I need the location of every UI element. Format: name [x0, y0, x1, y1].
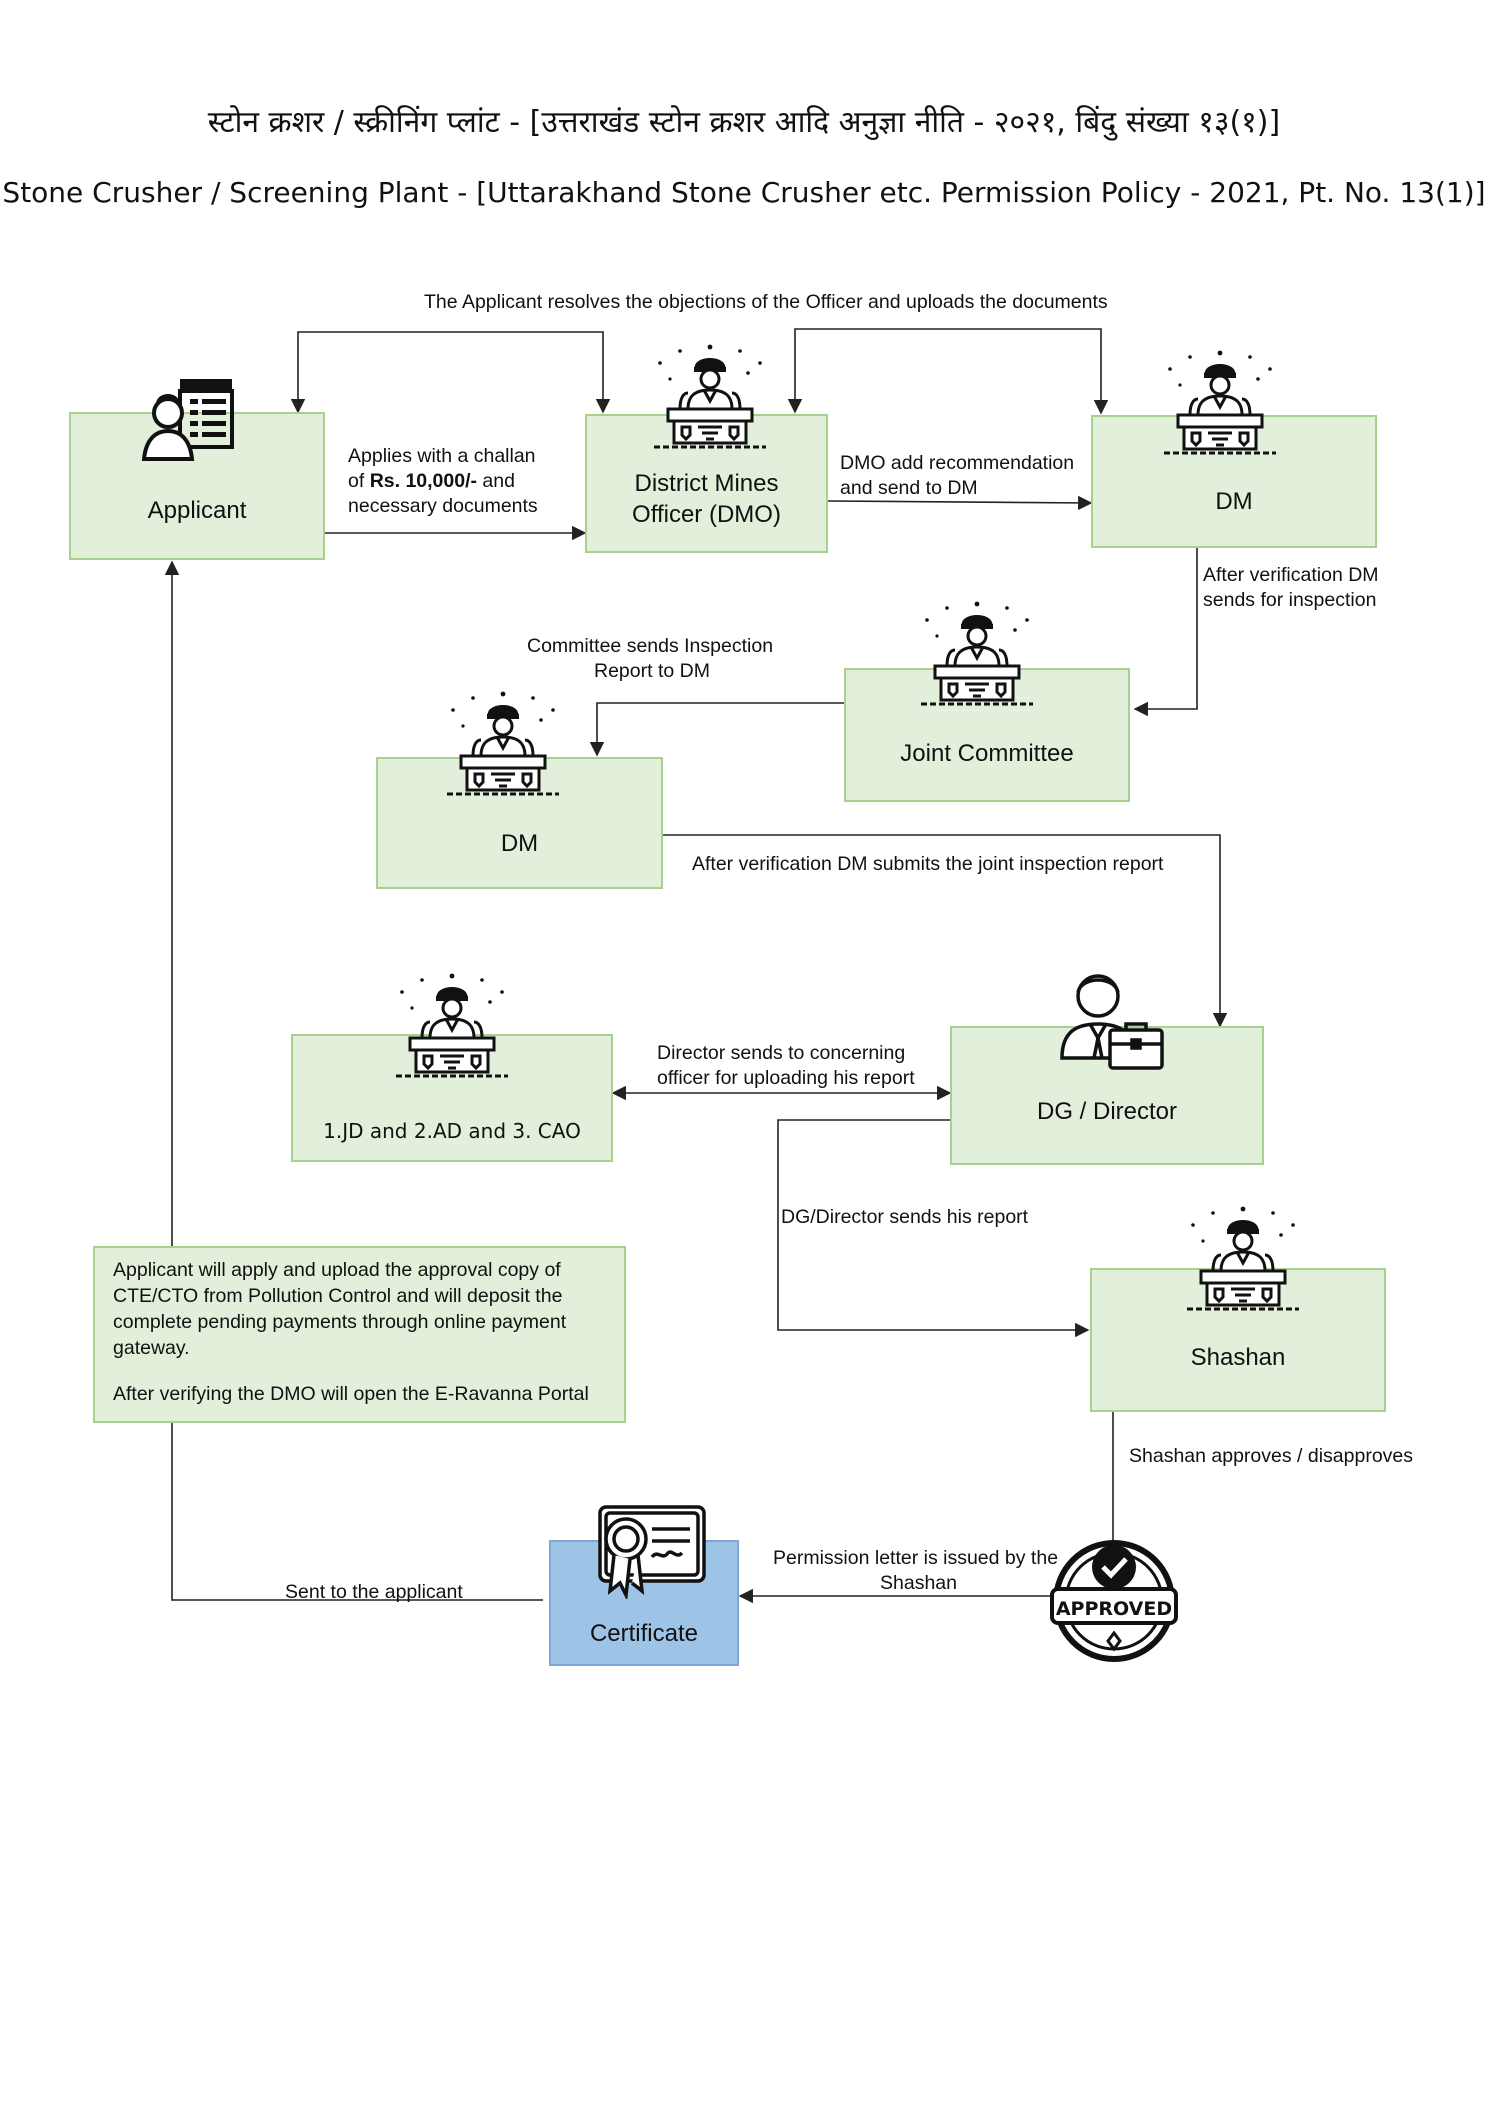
note-text: Applicant will apply and upload the appr… [113, 1257, 613, 1427]
officer-icon-dm-mid [447, 691, 559, 796]
certificate-label: Certificate [589, 1620, 699, 1647]
label-applies-3: necessary documents [348, 495, 538, 517]
label-applies-1: Applies with a challan [348, 445, 536, 467]
dm-mid-label: DM [500, 830, 539, 857]
label-dm-verify-1: After verification DM [1203, 564, 1379, 586]
arrow-dmo-to-dm [827, 495, 1093, 511]
officer-icon-officers [396, 973, 508, 1078]
label-permission-2: Shashan [880, 1572, 957, 1594]
note-paragraph-1: Applicant will apply and upload the appr… [113, 1259, 567, 1359]
dg-director-label: DG / Director [1036, 1098, 1177, 1125]
arrow-committee-to-dm [589, 702, 844, 757]
challan-amount: Rs. 10,000/- [369, 470, 478, 492]
label-dg-report: DG/Director sends his report [781, 1206, 1029, 1228]
officer-icon-dm-top [1164, 350, 1276, 455]
title-hindi: स्टोन क्रशर / स्क्रीनिंग प्लांट - [उत्तर… [207, 105, 1281, 140]
dmo-label-line2: Officer (DMO) [632, 501, 781, 528]
shashan-label: Shashan [1190, 1344, 1286, 1371]
arrow-objections-to-dmo [590, 331, 611, 414]
label-dm-verify-2: sends for inspection [1203, 589, 1377, 611]
applicant-icon [142, 379, 234, 461]
officer-icon-dmo [654, 344, 766, 449]
label-sent: Sent to the applicant [285, 1581, 463, 1603]
label-director-1: Director sends to concerning [657, 1042, 906, 1064]
arrow-objections-to-dm [1093, 328, 1109, 415]
applicant-box: Applicant [69, 412, 325, 560]
joint-committee-label: Joint Committee [900, 740, 1074, 767]
title-english: Stone Crusher / Screening Plant - [Uttar… [2, 176, 1486, 209]
label-shashan-decision: Shashan approves / disapproves [1129, 1445, 1414, 1467]
applicant-label: Applicant [147, 497, 247, 524]
officers-label: 1.JD and 2.AD and 3. CAO [323, 1119, 581, 1143]
label-committee-1: Committee sends Inspection [527, 635, 774, 657]
arrow-dm-to-director [662, 834, 1228, 1028]
arrow-objections-to-applicant [290, 331, 590, 414]
officer-icon-joint-committee [921, 601, 1033, 706]
arrow-dm-to-joint-committee [1133, 548, 1198, 717]
label-permission-1: Permission letter is issued by the [773, 1547, 1059, 1569]
label-dmo-dm-1: DMO add recommendation [840, 452, 1075, 474]
label-committee-2: Report to DM [594, 660, 710, 682]
arrow-director-to-shashan [777, 1119, 1090, 1338]
approved-stamp-text: APPROVED [1056, 1598, 1172, 1620]
certificate-icon [598, 1505, 706, 1599]
label-applies-2: of Rs. 10,000/- and [348, 470, 515, 492]
officer-icon-shashan [1187, 1206, 1299, 1311]
note-paragraph-2: After verifying the DMO will open the E-… [113, 1383, 589, 1405]
label-objections: The Applicant resolves the objections of… [424, 291, 1108, 313]
arrow-objections-from-dm-to-dmo [787, 328, 1097, 414]
label-dm-submit: After verification DM submits the joint … [692, 853, 1164, 875]
businessman-icon [1060, 974, 1164, 1070]
line-note-to-certificate [171, 1423, 543, 1601]
label-dmo-dm-2: and send to DM [840, 477, 978, 499]
label-director-2: officer for uploading his report [657, 1067, 915, 1089]
approved-stamp-icon: APPROVED [1050, 1540, 1178, 1662]
dmo-label-line1: District Mines [634, 470, 779, 497]
note-box: Applicant will apply and upload the appr… [93, 1246, 626, 1423]
dm-top-label: DM [1215, 488, 1253, 515]
